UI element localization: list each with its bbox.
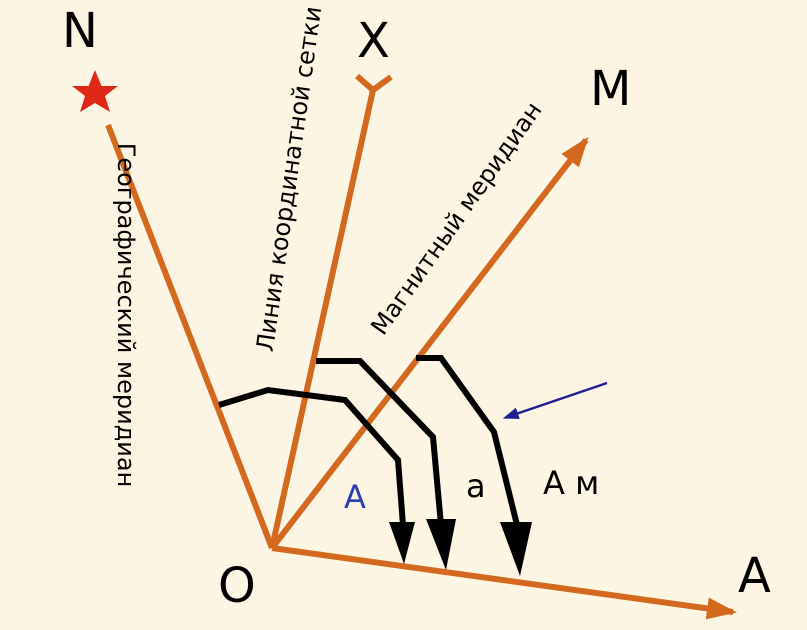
magnetic-azimuth-arc	[416, 355, 520, 526]
arrow-pointer-icon	[502, 381, 608, 420]
true-azimuth-arc	[218, 386, 406, 526]
label-m: M	[590, 61, 631, 117]
true-azimuth-label: А	[344, 478, 366, 516]
geographic-meridian-label: Географический меридиан	[112, 143, 140, 488]
label-x: X	[357, 13, 390, 69]
directional-angle-label: а	[466, 467, 486, 505]
directional-angle-arc	[316, 358, 444, 526]
true-azimuth-arrowhead	[389, 522, 415, 564]
red-star-icon	[72, 70, 118, 112]
direction-line-oa	[271, 545, 737, 620]
geographic-meridian-line	[105, 123, 275, 550]
grid-line-fork-icon	[355, 73, 393, 94]
label-a: A	[738, 548, 771, 604]
label-o: O	[218, 558, 256, 614]
label-n: N	[62, 3, 98, 59]
magnetic-azimuth-arrowhead	[500, 522, 532, 576]
directional-angle-arrowhead	[426, 519, 456, 570]
magnetic-meridian-line	[269, 136, 589, 550]
grid-line	[269, 89, 376, 549]
magnetic-azimuth-label: А м	[543, 464, 599, 502]
